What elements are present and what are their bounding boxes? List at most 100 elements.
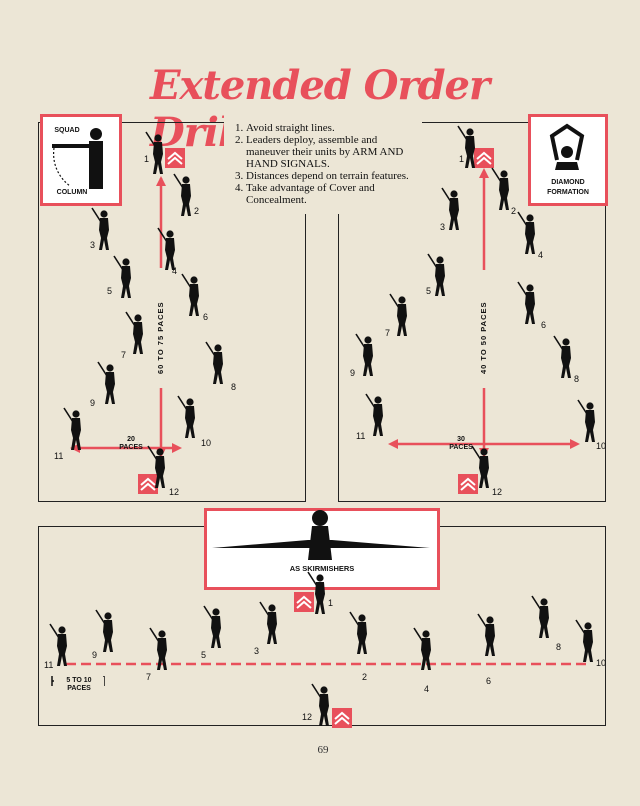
position-number: 2 bbox=[194, 206, 200, 216]
position-number: 3 bbox=[90, 240, 96, 250]
diamond-formation-panel bbox=[338, 122, 606, 502]
position-number: 10 bbox=[201, 438, 212, 448]
position-number: 3 bbox=[254, 646, 260, 656]
leader-chevron-icon bbox=[137, 473, 159, 495]
leader-chevron-icon bbox=[164, 147, 186, 169]
position-number: 1 bbox=[144, 154, 150, 164]
soldier-figure bbox=[531, 595, 550, 639]
column-label: COLUMN bbox=[56, 189, 88, 196]
skirmish-line bbox=[51, 662, 588, 686]
soldier-figure bbox=[259, 601, 278, 645]
rules-list: Avoid straight lines. Leaders deploy, as… bbox=[232, 122, 418, 206]
position-number: 9 bbox=[92, 650, 98, 660]
position-number: 5 bbox=[107, 286, 113, 296]
leader-chevron-icon bbox=[457, 473, 479, 495]
rule-item: Take advantage of Cover and Concealment. bbox=[246, 182, 418, 206]
rule-item: Avoid straight lines. bbox=[246, 122, 418, 134]
leader-chevron-icon bbox=[293, 591, 315, 613]
skirmishers-label: AS SKIRMISHERS bbox=[289, 564, 355, 573]
soldier-figure bbox=[113, 255, 132, 299]
soldier-figure bbox=[575, 619, 594, 663]
leader-chevron-icon bbox=[473, 147, 495, 169]
soldier-figure bbox=[517, 211, 536, 255]
position-number: 7 bbox=[146, 672, 152, 682]
soldier-figure bbox=[491, 167, 510, 211]
squad-width-unit: PACES bbox=[119, 444, 143, 451]
position-number: 7 bbox=[385, 328, 391, 338]
position-number: 12 bbox=[169, 487, 180, 497]
position-number: 11 bbox=[44, 660, 54, 670]
position-number: 2 bbox=[362, 672, 368, 682]
soldier-figure bbox=[203, 605, 222, 649]
position-number: 7 bbox=[121, 350, 127, 360]
squad-signal-figure bbox=[52, 128, 103, 189]
position-number: 1 bbox=[328, 598, 334, 608]
position-number: 6 bbox=[486, 676, 492, 686]
diamond-width-label: 30 PACES bbox=[436, 436, 486, 452]
position-number: 6 bbox=[203, 312, 209, 322]
position-number: 9 bbox=[350, 368, 356, 378]
squad-column-distance-label: 60 TO 75 PACES bbox=[156, 301, 165, 375]
diamond-signal-figure bbox=[549, 123, 585, 170]
position-number: 5 bbox=[426, 286, 432, 296]
squad-width-label: 20 PACES bbox=[106, 436, 156, 452]
position-number: 5 bbox=[201, 650, 207, 660]
position-number: 11 bbox=[356, 431, 366, 441]
skirmish-signal-figure bbox=[212, 510, 430, 560]
soldier-figure bbox=[177, 395, 196, 439]
rule-item: Leaders deploy, assemble and maneuver th… bbox=[246, 134, 418, 170]
squad-width-number: 20 bbox=[127, 436, 135, 443]
position-number: 10 bbox=[596, 441, 607, 451]
diamond-width-number: 30 bbox=[457, 436, 465, 443]
diamond-width-unit: PACES bbox=[449, 444, 473, 451]
soldier-figure bbox=[577, 399, 596, 443]
position-number: 8 bbox=[574, 374, 580, 384]
soldier-figure bbox=[365, 393, 384, 437]
diamond-distance-label: 40 TO 50 PACES bbox=[479, 301, 488, 375]
position-number: 1 bbox=[459, 154, 465, 164]
soldier-figure bbox=[311, 683, 330, 727]
soldier-figure bbox=[173, 173, 192, 217]
squad-column-label-box bbox=[40, 114, 122, 206]
position-number: 8 bbox=[231, 382, 237, 392]
position-number: 12 bbox=[492, 487, 503, 497]
position-number: 9 bbox=[90, 398, 96, 408]
squad-label: SQUAD bbox=[54, 127, 80, 134]
position-number: 8 bbox=[556, 642, 562, 652]
soldier-figure bbox=[145, 131, 164, 175]
rule-item: Distances depend on terrain features. bbox=[246, 170, 418, 182]
soldier-figure bbox=[553, 335, 572, 379]
squad-column-panel bbox=[38, 122, 306, 502]
soldier-figure bbox=[95, 609, 114, 653]
position-number: 6 bbox=[541, 320, 547, 330]
skirmish-interval-label: 5 TO 10 PACES bbox=[54, 677, 104, 693]
position-number: 10 bbox=[596, 658, 607, 668]
soldier-figure bbox=[97, 361, 116, 405]
soldier-figure bbox=[149, 627, 168, 671]
position-number: 12 bbox=[302, 712, 313, 722]
soldier-figure bbox=[125, 311, 144, 355]
position-number: 4 bbox=[424, 684, 430, 694]
soldier-figure bbox=[477, 613, 496, 657]
soldier-figure bbox=[205, 341, 224, 385]
leader-chevron-icon bbox=[331, 707, 353, 729]
soldier-figure bbox=[517, 281, 536, 325]
position-number: 4 bbox=[172, 266, 178, 276]
formation-label: FORMATION bbox=[547, 189, 589, 196]
soldier-figure bbox=[349, 611, 368, 655]
soldier-figure bbox=[389, 293, 408, 337]
position-number: 3 bbox=[440, 222, 446, 232]
position-number: 4 bbox=[538, 250, 544, 260]
soldier-figure bbox=[63, 407, 82, 451]
interval-unit: PACES bbox=[67, 685, 91, 692]
soldier-figure bbox=[355, 333, 374, 377]
rules-backdrop bbox=[224, 114, 422, 214]
diamond-formation-label-box bbox=[528, 114, 608, 206]
position-number: 2 bbox=[511, 206, 517, 216]
soldier-figure bbox=[181, 273, 200, 317]
diamond-label: DIAMOND bbox=[551, 179, 585, 186]
position-number: 11 bbox=[54, 451, 64, 461]
page-number: 69 bbox=[317, 744, 329, 756]
